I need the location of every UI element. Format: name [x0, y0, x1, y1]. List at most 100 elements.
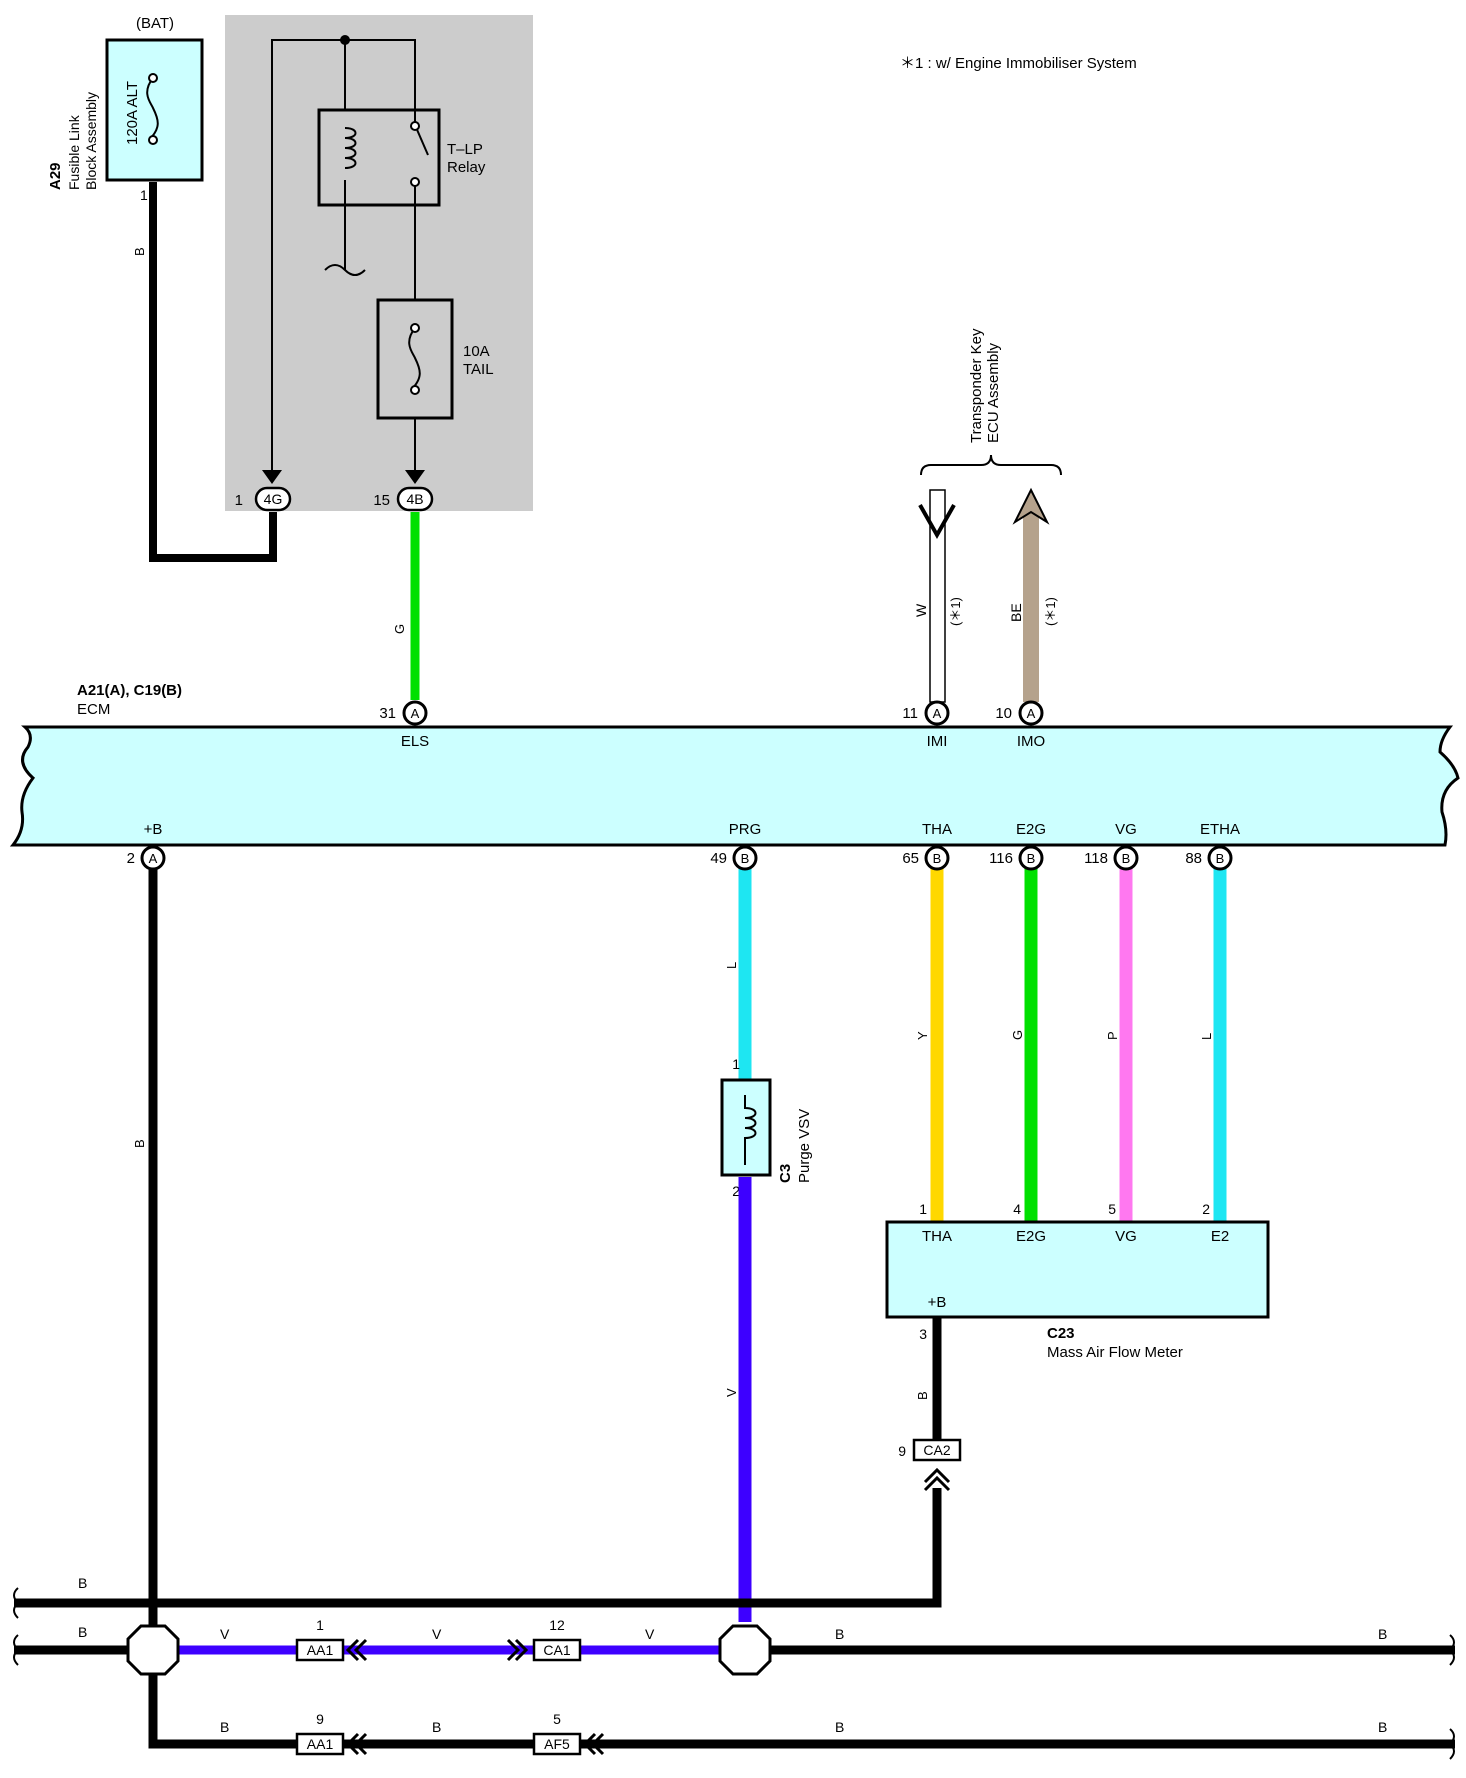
bat-label: (BAT) [136, 15, 174, 32]
connector-aa1-upper [295, 1638, 345, 1662]
ecm-pin-vg: VG B 118 [1084, 821, 1139, 871]
connector-aa1-upper-code: AA1 [307, 1642, 334, 1658]
maf-name: Mass Air Flow Meter [1047, 1344, 1183, 1361]
connector-4b [396, 486, 434, 512]
tail-fuse-box [376, 298, 454, 420]
wire-w-label: W [913, 603, 929, 617]
svg-text:ELS: ELS [401, 733, 429, 750]
connector-ca1 [532, 1638, 582, 1662]
connector-ca2 [912, 1438, 962, 1462]
fusible-link-name-1: Fusible Link [66, 114, 82, 190]
maf-pin-1: 1 [919, 1201, 927, 1217]
svg-text:A: A [411, 706, 420, 721]
wire-b-bat-label: B [132, 247, 147, 256]
svg-text:IMI: IMI [927, 733, 948, 750]
svg-text:B: B [1122, 851, 1131, 866]
connector-4b-code: 4B [406, 491, 423, 507]
connector-4g-code: 4G [264, 491, 283, 507]
bus2-v2-label: V [432, 1626, 442, 1642]
wire-b-ca2-ground [14, 1488, 942, 1608]
svg-text:VG: VG [1115, 821, 1137, 838]
svg-text:E2G: E2G [1016, 821, 1046, 838]
svg-text:10: 10 [995, 705, 1012, 722]
fuse-amp: 10A [463, 343, 490, 360]
maf-pin-5: 5 [1108, 1201, 1116, 1217]
ecm-pin-plusb: +B A 2 [127, 821, 166, 871]
relay-name-line1: T–LP [447, 141, 483, 158]
connector-af5 [532, 1732, 582, 1756]
svg-text:IMO: IMO [1017, 733, 1045, 750]
splice-left [126, 1624, 180, 1676]
connector-4b-pin: 15 [373, 492, 390, 509]
arrow-4b-icon [405, 470, 425, 484]
fuse-name: TAIL [463, 361, 494, 378]
svg-text:B: B [1027, 851, 1036, 866]
purge-vsv-name: Purge VSV [796, 1109, 813, 1183]
wire-l-prg-label: L [724, 962, 739, 969]
wire-b-bus3 [148, 1650, 1455, 1749]
svg-text:+B: +B [144, 821, 163, 838]
maf-code: C23 [1047, 1325, 1075, 1342]
bus2-v1-label: V [220, 1626, 230, 1642]
relay-block-background [225, 15, 533, 511]
wire-y-tha-label: Y [915, 1031, 930, 1040]
purge-vsv-pin-top: 1 [732, 1056, 740, 1072]
maf-pin-2: 2 [1202, 1201, 1210, 1217]
splice-right [718, 1624, 772, 1676]
connector-af5-code: AF5 [544, 1736, 570, 1752]
maf-label-tha: THA [922, 1228, 952, 1245]
bus-break-right-3 [1448, 1728, 1455, 1760]
ecm-pin-imi: A 11 IMI [902, 700, 950, 750]
connector-aa1-lower [295, 1732, 345, 1756]
purge-vsv-coil-icon [744, 1095, 757, 1165]
purge-vsv-pin-bottom: 2 [732, 1183, 740, 1199]
immobiliser-note: ＊1 : w/ Engine Immobiliser System [900, 55, 1137, 72]
svg-text:B: B [933, 851, 942, 866]
fusible-link-icon [146, 77, 159, 141]
junction-dot [340, 35, 350, 45]
bus3-b4-label: B [1378, 1719, 1387, 1735]
tlp-relay-box [317, 108, 441, 207]
svg-text:116: 116 [989, 850, 1013, 867]
purge-vsv-code: C3 [777, 1164, 794, 1183]
maf-label-e2: E2 [1211, 1228, 1229, 1245]
svg-text:A: A [1027, 706, 1036, 721]
ecm-pin-tha: THA B 65 [902, 821, 952, 871]
ecm-code: A21(A), C19(B) [77, 682, 182, 699]
svg-text:31: 31 [379, 705, 396, 722]
svg-text:2: 2 [127, 850, 135, 867]
arrow-imo-icon [1012, 487, 1050, 525]
connector-ca2-code: CA2 [923, 1442, 950, 1458]
svg-text:118: 118 [1084, 850, 1108, 867]
connector-aa1-upper-pin: 1 [316, 1617, 324, 1633]
aa1b-chevron-icon [345, 1732, 360, 1756]
ecm-pin-e2g: E2G B 116 [989, 821, 1046, 871]
transponder-name-1: Transponder Key [968, 328, 985, 443]
fuse-icon [408, 327, 421, 391]
wire-p-vg-label: P [1105, 1031, 1120, 1040]
ecm-pin-etha: ETHA B 88 [1185, 821, 1240, 871]
svg-text:49: 49 [710, 850, 727, 867]
wire-b-plusb-label: B [132, 1139, 147, 1148]
svg-text:A: A [149, 851, 158, 866]
bus-break-left-1 [13, 1587, 20, 1619]
arrow-imi-icon [918, 504, 956, 540]
bus2-left-label: B [78, 1624, 87, 1640]
wire-g-e2g-label: G [1010, 1030, 1025, 1040]
connector-aa1-lower-pin: 9 [316, 1711, 324, 1727]
ecm-pin-els: A 31 ELS [379, 700, 429, 750]
svg-text:A: A [933, 706, 942, 721]
connector-ca1-pin: 12 [549, 1617, 565, 1633]
fusible-link-rating: 120A ALT [124, 81, 141, 145]
ecm-body [9, 725, 1460, 847]
bus2-b-mid-label: B [835, 1626, 844, 1642]
bus3-b3-label: B [835, 1719, 844, 1735]
bus3-b2-label: B [432, 1719, 441, 1735]
svg-text:B: B [741, 851, 750, 866]
wire-g-els-label: G [392, 624, 407, 634]
bus-break-left-2 [13, 1634, 20, 1666]
wire-b-bat [149, 182, 277, 562]
maf-body [885, 1220, 1270, 1319]
ecm-pin-prg: PRG B 49 [710, 821, 761, 871]
